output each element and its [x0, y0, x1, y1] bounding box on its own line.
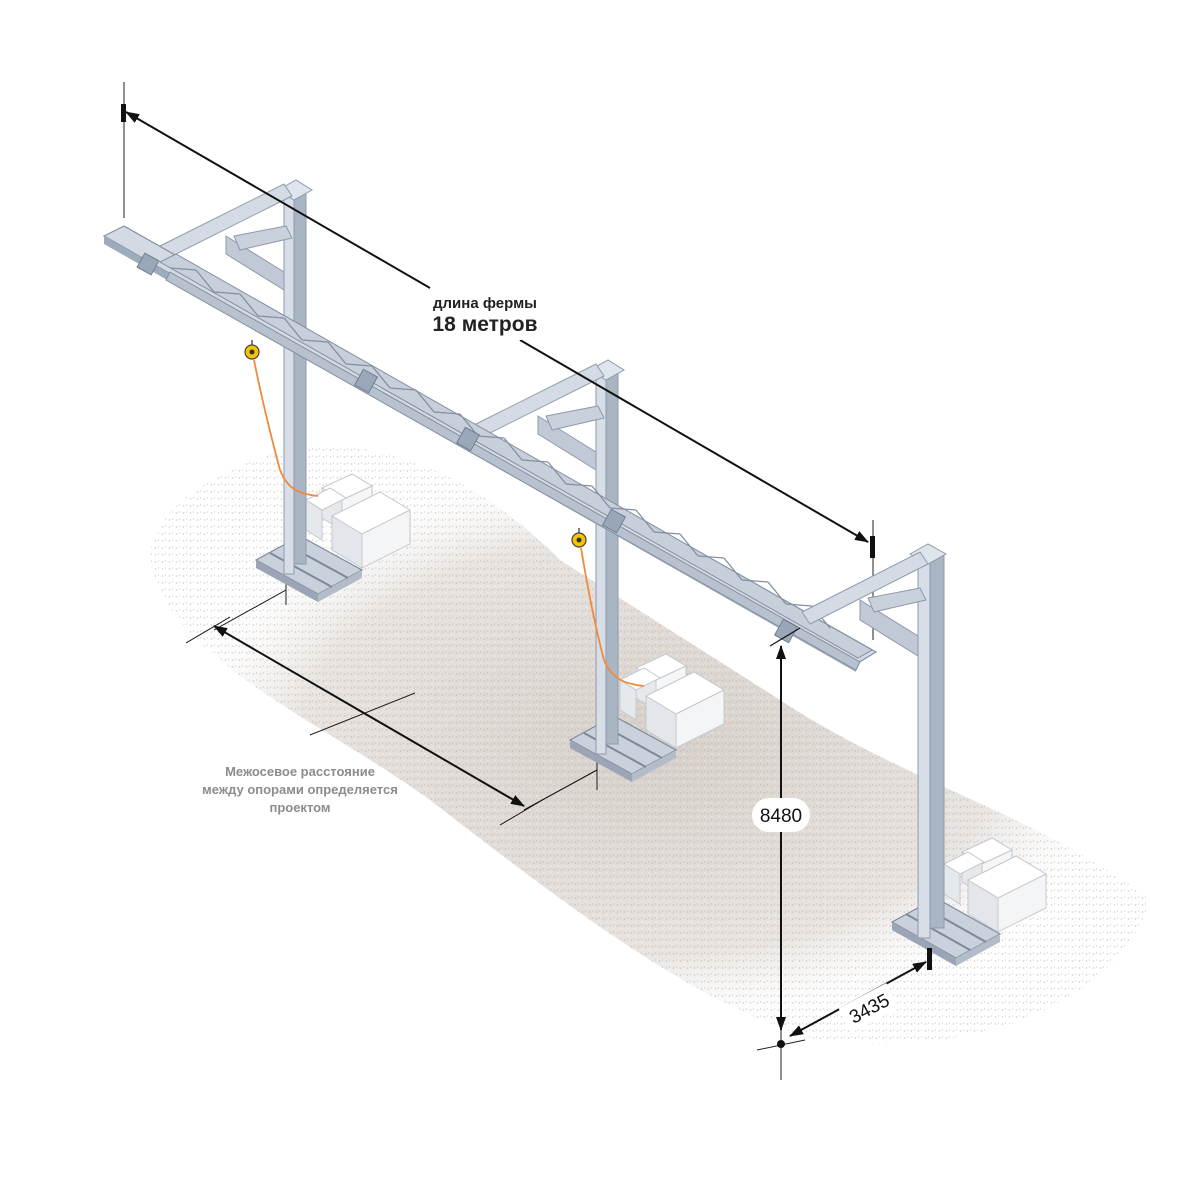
spacing-note-line-1: Межосевое расстояние	[225, 764, 375, 779]
support-2	[471, 359, 726, 782]
height-dim-value: 8480	[760, 806, 802, 827]
support-3-brace	[859, 599, 919, 657]
lanyard-2	[580, 547, 645, 687]
fall-arrester-1	[244, 340, 319, 497]
dimension-height: 8480	[752, 627, 810, 1031]
base-width-label-bg	[838, 982, 900, 1034]
support-3-ballast-blocks	[942, 837, 1048, 933]
dimension-truss-length: длина фермы 18 метров	[121, 104, 875, 558]
truss-joint-plates	[136, 252, 799, 644]
truss-beam	[102, 225, 878, 672]
truss-length-title: длина фермы	[433, 295, 537, 312]
truss-length-value: 18 метров	[433, 313, 538, 336]
support-2-ballast-blocks	[618, 653, 726, 749]
support-1-column	[277, 179, 313, 575]
dimension-support-spacing: Межосевое расстояние между опорами опред…	[185, 589, 598, 826]
support-3-column	[908, 543, 948, 939]
support-1-ballast-blocks	[304, 473, 412, 569]
lanyard-1	[253, 359, 319, 497]
support-2-column	[589, 359, 625, 755]
truss-length-label-bg	[428, 290, 540, 340]
spacing-note-line-2: между опорами определяется	[202, 782, 398, 797]
support-3	[801, 543, 1048, 966]
truss-lattice	[169, 267, 831, 629]
support-1	[159, 179, 412, 602]
retractable-fall-arrester-icon	[571, 528, 587, 548]
height-label-bg	[752, 798, 810, 832]
spacing-note-line-3: проектом	[269, 800, 330, 815]
support-3-cross-arm	[801, 551, 929, 625]
retractable-fall-arrester-icon	[244, 340, 260, 360]
origin-point	[777, 1040, 785, 1048]
fall-arrester-2	[571, 528, 645, 687]
